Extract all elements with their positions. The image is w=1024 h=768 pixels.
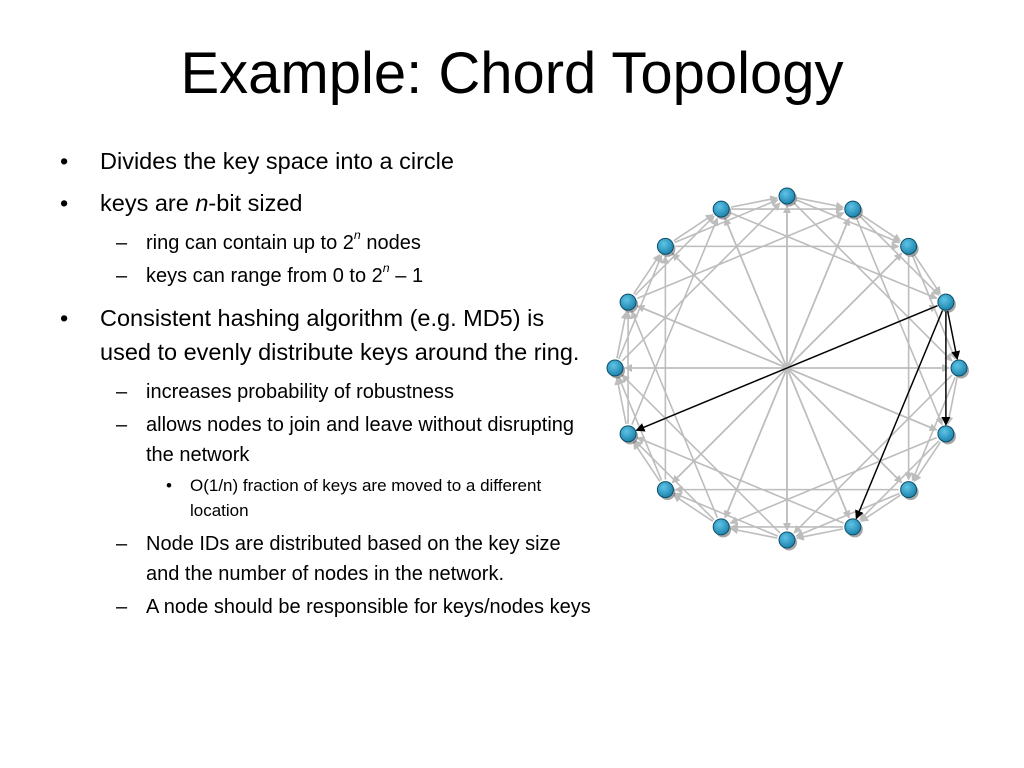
chord-line xyxy=(730,212,938,300)
chord-line xyxy=(945,377,958,425)
bullet-marker: • xyxy=(60,148,69,174)
bullet-marker: • xyxy=(60,190,69,216)
node-circle xyxy=(606,359,624,377)
ring-node xyxy=(606,359,625,379)
sub-sub-bullet-text: O(1/n) fraction of keys are moved to a d… xyxy=(190,476,542,520)
ring-node xyxy=(950,359,969,379)
finger-arrow xyxy=(946,310,961,361)
ring-node xyxy=(900,481,919,501)
chord-line xyxy=(913,254,942,295)
dash-marker: – xyxy=(116,596,128,618)
node-circle xyxy=(844,518,862,536)
text-fragment: keys can range from 0 to 2 xyxy=(146,265,383,287)
dash-marker: – xyxy=(116,265,128,287)
chord-line xyxy=(614,376,627,425)
chord-line xyxy=(730,195,779,208)
ring-node xyxy=(844,200,863,220)
small-bullet-marker: • xyxy=(166,476,172,495)
chord-line xyxy=(730,526,778,539)
text-fragment: nodes xyxy=(360,232,421,254)
node-circle xyxy=(778,187,796,205)
bullet-text: Consistent hashing algorithm (e.g. MD5) … xyxy=(100,305,580,365)
dash-marker: – xyxy=(116,533,128,555)
bullet-item: • Consistent hashing algorithm (e.g. MD5… xyxy=(54,301,594,369)
node-circle xyxy=(712,518,730,536)
chord-line xyxy=(795,528,844,541)
superscript: n xyxy=(353,228,361,243)
ring-node xyxy=(619,425,639,445)
chord-line xyxy=(796,197,844,210)
bullet-list: • Divides the key space into a circle • … xyxy=(54,144,594,625)
chord-ring-diagram xyxy=(606,187,969,551)
sub-bullet-text: increases probability of robustness xyxy=(146,381,454,403)
finger-arrows-layer xyxy=(635,304,961,520)
node-circle xyxy=(900,481,918,499)
dash-marker: – xyxy=(116,232,128,254)
sub-bullet-item: – increases probability of robustness xyxy=(54,377,594,407)
node-circle xyxy=(619,293,637,311)
sub-bullet-text: allows nodes to join and leave without d… xyxy=(146,414,575,466)
chord-line xyxy=(616,311,629,359)
bullet-text: keys are n-bit sized xyxy=(100,190,302,216)
node-circle xyxy=(656,481,674,499)
finger-arrow xyxy=(855,310,944,520)
chord-line xyxy=(632,441,661,482)
chord-line xyxy=(632,253,661,295)
node-circle xyxy=(937,425,955,443)
text-fragment: ring can contain up to 2 xyxy=(146,232,354,254)
ring-node xyxy=(778,531,797,551)
superscript: n xyxy=(382,261,390,276)
bullet-item: • Divides the key space into a circle xyxy=(54,144,594,178)
nodes-layer xyxy=(606,187,969,551)
ring-node xyxy=(712,518,732,538)
finger-arrow xyxy=(635,304,938,432)
text-fragment: – 1 xyxy=(389,265,424,287)
text-fragment: keys are xyxy=(100,190,196,216)
ring-node xyxy=(778,187,797,207)
sub-bullet-text: Node IDs are distributed based on the ke… xyxy=(146,533,561,585)
chord-line xyxy=(673,213,714,242)
dash-marker: – xyxy=(116,414,128,436)
chord-line xyxy=(672,494,714,523)
ring-node xyxy=(900,237,919,257)
node-circle xyxy=(844,200,862,218)
text-fragment: -bit sized xyxy=(208,190,303,216)
node-circle xyxy=(778,531,796,549)
sub-bullet-item: – ring can contain up to 2n nodes xyxy=(54,228,594,258)
ring-node xyxy=(712,200,732,220)
bullet-item: • keys are n-bit sized xyxy=(54,186,594,220)
node-circle xyxy=(619,425,637,443)
sub-bullet-text: ring can contain up to 2n nodes xyxy=(146,229,421,254)
node-circle xyxy=(656,237,674,255)
ring-node xyxy=(937,425,956,445)
bullet-marker: • xyxy=(60,305,69,331)
sub-bullet-item: – allows nodes to join and leave without… xyxy=(54,410,594,470)
bullet-text: Divides the key space into a circle xyxy=(100,148,454,174)
sub-bullet-item: – Node IDs are distributed based on the … xyxy=(54,529,594,589)
sub-bullet-text: keys can range from 0 to 2n – 1 xyxy=(146,262,424,287)
variable-n: n xyxy=(195,190,209,216)
ring-node xyxy=(656,237,676,257)
chord-line xyxy=(860,494,901,523)
ring-node xyxy=(619,293,639,313)
chord-line xyxy=(913,441,942,483)
node-circle xyxy=(900,237,918,255)
chord-line xyxy=(860,213,902,242)
sub-bullet-item: – keys can range from 0 to 2n – 1 xyxy=(54,261,594,291)
sub-sub-bullet-item: • O(1/n) fraction of keys are moved to a… xyxy=(54,473,594,523)
sub-bullet-text: A node should be responsible for keys/no… xyxy=(146,596,591,618)
node-circle xyxy=(937,293,955,311)
ring-node xyxy=(844,518,863,538)
dash-marker: – xyxy=(116,381,128,403)
slide-title: Example: Chord Topology xyxy=(180,41,844,106)
ring-node xyxy=(937,293,956,313)
node-circle xyxy=(950,359,968,377)
node-circle xyxy=(712,200,730,218)
sub-bullet-item: – A node should be responsible for keys/… xyxy=(54,592,594,622)
ring-node xyxy=(656,481,676,501)
